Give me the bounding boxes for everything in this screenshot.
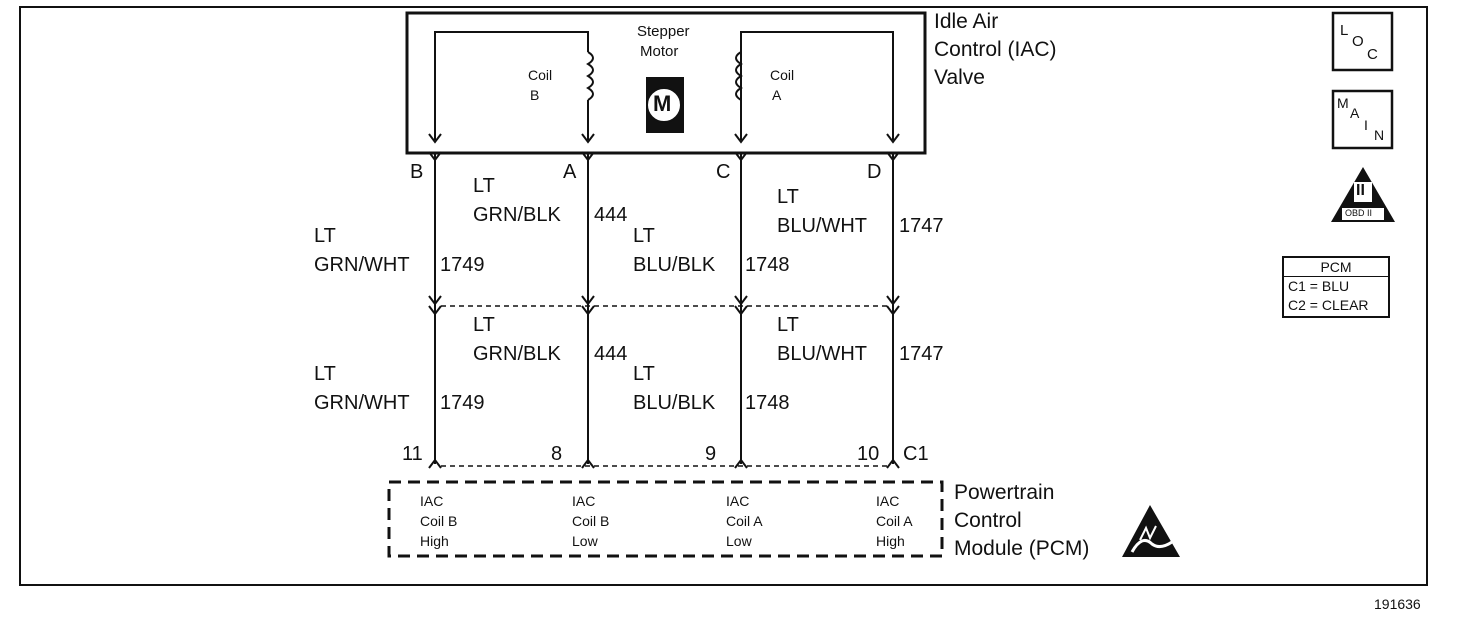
pcm-pin-9: 9 [705, 443, 717, 465]
coil-b-label-2: B [530, 87, 540, 103]
wire-1748-color-lower: BLU/BLK [633, 392, 716, 414]
figure-number: 191636 [1374, 596, 1421, 612]
wire-1749-color-lt-lower: LT [314, 363, 336, 385]
coil-a-loops [735, 48, 743, 101]
pcm-title-2: Control [954, 509, 1022, 532]
coil-b-label-1: Coil [528, 67, 553, 83]
wire-1749-number-lower: 1749 [440, 392, 485, 414]
wire-444-number-lower: 444 [594, 343, 628, 365]
loc-letter-l: L [1340, 22, 1349, 39]
pcm-pin-8: 8 [551, 443, 563, 465]
main-letter-n: N [1374, 127, 1385, 143]
valve-pin-b: B [410, 161, 424, 183]
pcm-pin-10: 10 [857, 443, 880, 465]
coil-a-label-2: A [772, 87, 782, 103]
wire-444-color: GRN/BLK [473, 204, 561, 226]
pcm-terminal-1-l3: High [420, 533, 449, 549]
wire-1747-number: 1747 [899, 215, 944, 237]
loc-icon [1331, 11, 1394, 72]
pcm-terminal-4-l1: IAC [876, 493, 900, 509]
coil-a-label-1: Coil [770, 67, 795, 83]
pcm-box [387, 480, 944, 558]
pcm-terminal-2-l2: Coil B [572, 513, 610, 529]
pcm-terminal-4-l3: High [876, 533, 905, 549]
wires [434, 152, 894, 464]
iac-valve-title-3: Valve [934, 66, 985, 89]
motor-icon [646, 77, 684, 133]
valve-pin-c: C [716, 161, 731, 183]
wire-1749-number: 1749 [440, 254, 485, 276]
obd-roman-numeral: II [1356, 182, 1365, 199]
pcm-terminal-3-l1: IAC [726, 493, 750, 509]
main-letter-m: M [1337, 95, 1349, 111]
loc-letter-c: C [1367, 46, 1378, 63]
wire-1748-number: 1748 [745, 254, 790, 276]
iac-valve-box [405, 11, 927, 155]
wire-444-color-lt: LT [473, 175, 495, 197]
pcm-connector-arrows [428, 458, 900, 469]
wire-1747-color-lower: BLU/WHT [777, 343, 867, 365]
valve-pin-arrows [428, 133, 900, 144]
coil-b-winding [434, 31, 594, 140]
main-letter-a: A [1350, 105, 1360, 121]
coil-a-winding [740, 31, 894, 140]
wire-1748-color: BLU/BLK [633, 254, 716, 276]
diagram-frame [19, 6, 1428, 586]
pcm-pin-11: 11 [402, 443, 423, 465]
iac-valve-title-2: Control (IAC) [934, 38, 1057, 61]
pcm-legend-c2: C2 = CLEAR [1288, 297, 1369, 313]
wire-1747-color: BLU/WHT [777, 215, 867, 237]
main-icon [1331, 89, 1394, 150]
wire-1749-color-lt: LT [314, 225, 336, 247]
pcm-terminal-3-l3: Low [726, 533, 752, 549]
wire-1748-number-lower: 1748 [745, 392, 790, 414]
wire-444-number: 444 [594, 204, 628, 226]
pcm-terminal-3-l2: Coil A [726, 513, 763, 529]
wire-1748-color-lt-lower: LT [633, 363, 655, 385]
wire-1749-color-lower: GRN/WHT [314, 392, 410, 414]
stepper-motor-label-1: Stepper [637, 23, 690, 40]
pcm-legend-header: PCM [1284, 258, 1388, 277]
loc-letter-o: O [1352, 33, 1364, 50]
wire-444-color-lower: GRN/BLK [473, 343, 561, 365]
pcm-connector-id: C1 [903, 443, 929, 465]
esd-warning-icon [1122, 505, 1180, 557]
pcm-legend-c1: C1 = BLU [1288, 278, 1350, 294]
wire-1748-color-lt: LT [633, 225, 655, 247]
obd-ii-icon [1331, 167, 1395, 222]
valve-pin-a: A [563, 161, 577, 183]
inline-connector [428, 295, 900, 316]
pcm-title-3: Module (PCM) [954, 537, 1090, 560]
stepper-motor-label-2: Motor [640, 43, 679, 60]
pcm-terminal-2-l1: IAC [572, 493, 596, 509]
wire-1747-color-lt: LT [777, 186, 799, 208]
pcm-terminal-4-l2: Coil A [876, 513, 913, 529]
iac-valve-title-1: Idle Air [934, 10, 999, 33]
pcm-title-1: Powertrain [954, 481, 1055, 504]
valve-pin-d: D [867, 161, 882, 183]
pcm-connector-legend: PCM C1 = BLU C2 = CLEAR [1282, 256, 1390, 318]
pcm-terminal-1-l1: IAC [420, 493, 444, 509]
wire-444-color-lt-lower: LT [473, 314, 495, 336]
obd-ii-label: OBD II [1345, 208, 1373, 218]
pcm-terminal-2-l3: Low [572, 533, 598, 549]
pcm-terminal-1-l2: Coil B [420, 513, 458, 529]
wire-1749-color: GRN/WHT [314, 254, 410, 276]
wire-1747-color-lt-lower: LT [777, 314, 799, 336]
motor-letter: M [653, 91, 672, 116]
main-letter-i: I [1364, 117, 1368, 133]
wire-1747-number-lower: 1747 [899, 343, 944, 365]
